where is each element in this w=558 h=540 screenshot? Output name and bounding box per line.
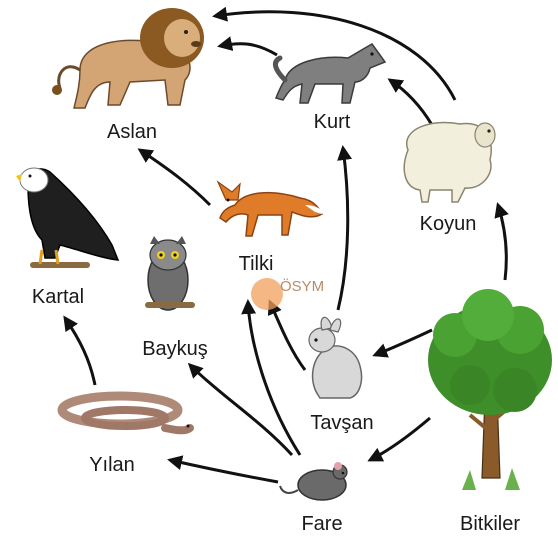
arrow-fare-to-tilki — [248, 302, 300, 455]
arrow-koyun-to-aslan — [215, 12, 455, 100]
arrow-koyun-to-kurt — [390, 80, 432, 125]
arrow-bitkiler-to-koyun — [498, 205, 506, 280]
label-kurt: Kurt — [314, 111, 351, 133]
label-tavsan: Tavşan — [310, 412, 373, 434]
mouse-illustration — [280, 462, 347, 500]
arrow-yilan-to-kartal — [65, 318, 95, 385]
label-fare: Fare — [301, 513, 342, 535]
fox-illustration — [212, 182, 323, 236]
tree-illustration — [428, 289, 552, 490]
label-baykus: Baykuş — [142, 338, 208, 360]
watermark-text: ÖSYM — [280, 277, 324, 295]
wolf-illustration — [275, 44, 385, 103]
lion-illustration — [52, 8, 204, 108]
arrow-bitkiler-to-fare — [370, 418, 430, 460]
label-bitkiler: Bitkiler — [460, 513, 520, 535]
arrow-kurt-to-aslan — [220, 44, 277, 55]
label-kartal: Kartal — [32, 286, 84, 308]
owl-illustration — [145, 236, 195, 310]
eagle-illustration — [16, 168, 118, 268]
arrow-tavsan-to-kurt — [338, 148, 348, 310]
arrow-bitkiler-to-tavsan — [375, 330, 432, 355]
arrow-fare-to-yilan — [170, 460, 278, 482]
snake-illustration — [62, 396, 190, 430]
label-tilki: Tilki — [239, 253, 274, 275]
osym-watermark: ÖSYM — [251, 277, 324, 310]
label-aslan: Aslan — [107, 121, 157, 143]
sheep-illustration — [404, 122, 495, 202]
rabbit-illustration — [309, 317, 362, 398]
label-yilan: Yılan — [89, 454, 135, 476]
arrow-tavsan-to-tilki — [270, 302, 305, 370]
label-koyun: Koyun — [420, 213, 477, 235]
arrow-tilki-to-aslan — [140, 150, 210, 205]
